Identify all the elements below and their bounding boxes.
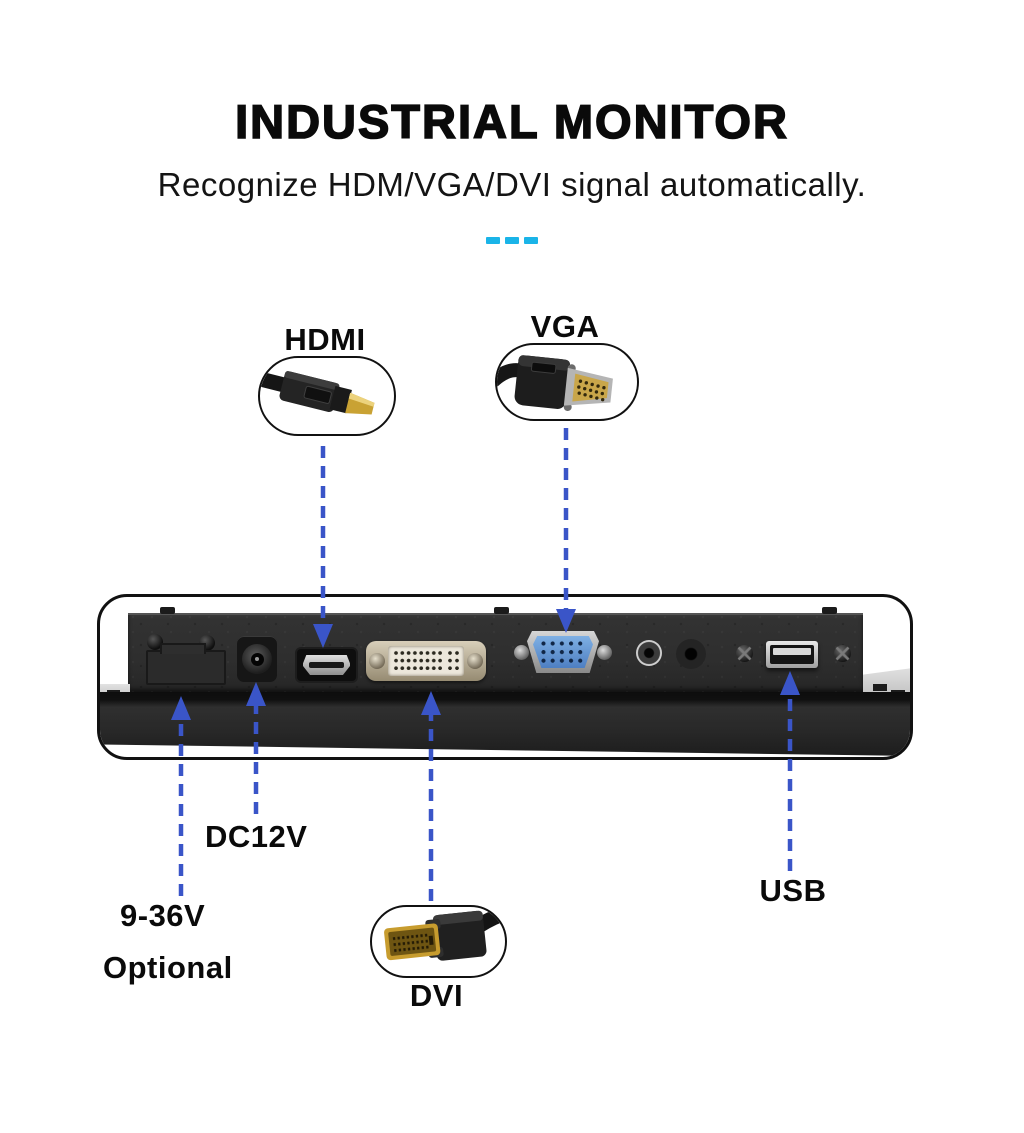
divider-dash — [524, 237, 538, 244]
dvi-connector-photo — [370, 905, 507, 978]
chassis-tab — [160, 607, 175, 614]
dvi-label: DVI — [409, 978, 464, 1013]
chassis-tab — [494, 607, 509, 614]
dvi-port — [366, 641, 486, 681]
vga-pin-grid — [540, 640, 586, 665]
blank-power-plate — [146, 643, 226, 685]
dc-jack-pin — [255, 657, 259, 661]
dvi-analog-pins — [447, 650, 460, 672]
dvi-cable-icon — [384, 907, 505, 961]
hdmi-port — [297, 649, 356, 681]
monitor-bottom-shell — [100, 692, 910, 756]
audio-jack-small — [636, 640, 662, 666]
divider-dashes — [0, 237, 1024, 244]
dc12v-label: DC12V — [205, 819, 308, 854]
divider-dash — [505, 237, 519, 244]
audio-jack-large — [676, 639, 706, 669]
screw-icon — [834, 645, 851, 662]
hdmi-slit — [309, 662, 344, 668]
dc-jack-port — [237, 636, 277, 682]
vga-port — [514, 631, 612, 673]
vga-cable-icon — [497, 355, 613, 412]
power-range-label: 9-36V — [120, 898, 206, 933]
monitor-rear-panel-photo — [97, 594, 913, 760]
page-title: INDUSTRIAL MONITOR — [234, 94, 789, 149]
screw-icon — [736, 645, 753, 662]
dvi-insert — [388, 646, 464, 676]
usb-port — [766, 641, 818, 668]
dvi-screw-post — [369, 653, 385, 669]
hdmi-label: HDMI — [284, 322, 366, 357]
vga-screw-post — [514, 645, 529, 660]
chassis-tab — [822, 607, 837, 614]
vga-label: VGA — [530, 309, 600, 344]
subtitle: Recognize HDM/VGA/DVI signal automatical… — [157, 166, 867, 203]
vga-screw-post — [597, 645, 612, 660]
usb-label: USB — [759, 873, 827, 908]
dvi-screw-post — [467, 653, 483, 669]
plate-notch — [160, 643, 206, 654]
usb-tongue — [773, 648, 811, 655]
flange-tab — [873, 684, 887, 691]
dvi-pin-grid — [393, 650, 443, 672]
screw-hole-icon — [147, 634, 163, 650]
vga-connector-photo — [495, 343, 639, 421]
hdmi-cable-icon — [260, 370, 375, 415]
divider-dash — [486, 237, 500, 244]
hdmi-connector-photo — [258, 356, 396, 436]
power-optional-label: Optional — [103, 950, 233, 985]
